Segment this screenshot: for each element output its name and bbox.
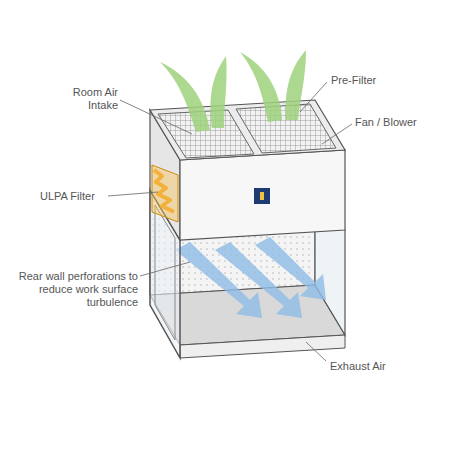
leader-line (108, 82, 352, 361)
exhaust-arrows (175, 237, 326, 318)
ulpa-filter (152, 165, 178, 222)
callout-label: Exhaust Air (330, 360, 386, 373)
callout-label: ULPA Filter (40, 190, 95, 203)
cabinet-base (180, 335, 345, 358)
logo-badge (260, 192, 264, 200)
callout-label: Room Air Intake (58, 86, 118, 112)
callout-label: Fan / Blower (355, 116, 417, 129)
callout-label: Rear wall perforations to reduce work su… (12, 270, 138, 309)
logo-badge (254, 188, 270, 204)
callout-label: Pre-Filter (331, 74, 376, 87)
housing-top (150, 100, 345, 160)
housing-front (180, 150, 345, 240)
intake-airflow (160, 50, 306, 132)
